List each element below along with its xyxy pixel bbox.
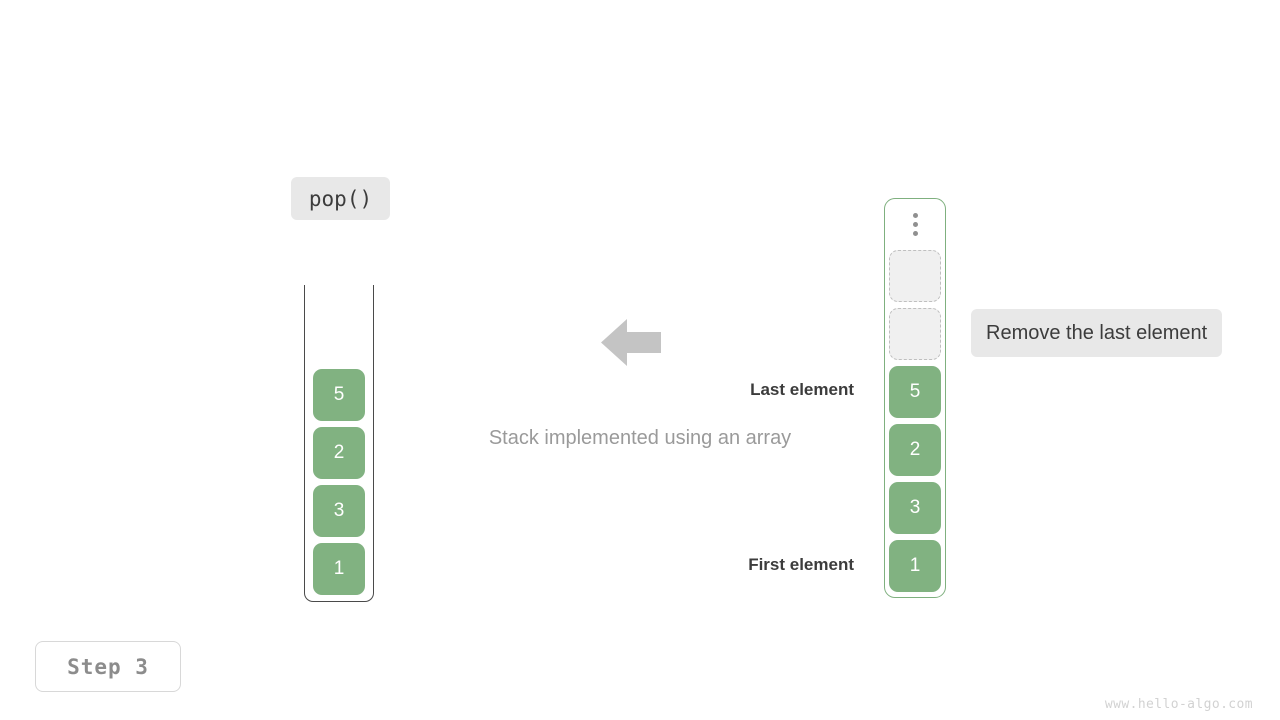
vertical-ellipsis-icon [885, 213, 945, 236]
stack-cell: 2 [313, 427, 365, 479]
array-slot: 2 [889, 424, 941, 476]
ellipsis-dot [912, 213, 918, 218]
arrow-left-icon [601, 319, 661, 366]
ellipsis-dot [912, 222, 918, 227]
stack-cell-list: 5 2 3 1 [304, 369, 374, 595]
stack-frame [304, 285, 374, 602]
stack-cell: 3 [313, 485, 365, 537]
array-slot: 1 [889, 540, 941, 592]
operation-badge: pop() [291, 177, 390, 220]
stack-container: 5 2 3 1 [304, 285, 374, 602]
array-slot: 3 [889, 482, 941, 534]
ellipsis-dot [912, 231, 918, 236]
step-badge: Step 3 [35, 641, 181, 692]
array-container: 5 2 3 1 [884, 198, 946, 598]
array-slot-empty [889, 250, 941, 302]
array-slot-empty [889, 308, 941, 360]
stack-cell: 1 [313, 543, 365, 595]
stack-cell: 5 [313, 369, 365, 421]
array-slot: 5 [889, 366, 941, 418]
array-slot-list: 5 2 3 1 [885, 250, 945, 592]
first-element-label: First element [748, 555, 854, 574]
last-element-label: Last element [750, 380, 854, 399]
diagram-caption: Stack implemented using an array [488, 427, 792, 449]
note-badge: Remove the last element [971, 309, 1223, 357]
watermark: www.hello-algo.com [1104, 697, 1253, 712]
